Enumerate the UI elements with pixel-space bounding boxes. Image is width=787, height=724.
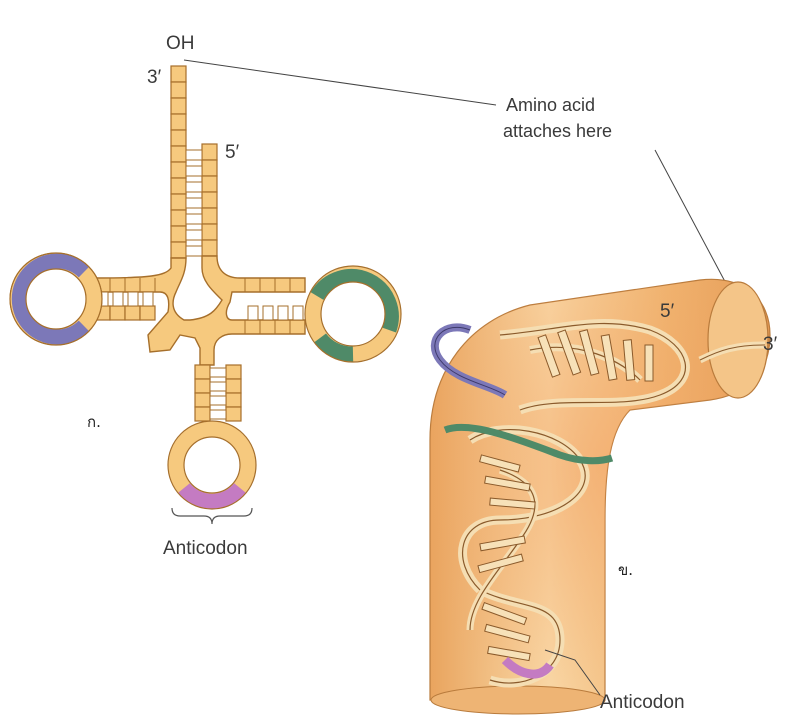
l-shaped-trna	[430, 279, 770, 714]
t-arm-base-pairs	[248, 306, 303, 320]
acceptor-stem-3prime-strand	[171, 66, 186, 258]
t-loop	[305, 266, 401, 362]
d-loop	[10, 253, 102, 345]
five-prime-label-top: 5′	[225, 143, 239, 162]
d-arm-lower-strand	[95, 306, 155, 320]
tube-end-cap	[708, 282, 768, 398]
panel-a-label: ก.	[87, 415, 101, 430]
anticodon-label-right: Anticodon	[600, 693, 685, 712]
three-prime-label-top: 3′	[147, 68, 161, 87]
anticodon-label-left: Anticodon	[163, 539, 248, 558]
amino-acid-label-line2: attaches here	[503, 122, 612, 140]
amino-leader-line-1	[184, 60, 496, 105]
three-prime-label-right: 3′	[763, 335, 777, 354]
d-arm-base-pairs	[98, 292, 153, 306]
anticodon-stem-base-pairs	[210, 368, 226, 419]
acceptor-base-pairs	[186, 150, 202, 256]
cloverleaf-structure	[10, 66, 401, 524]
panel-b-label: ข.	[618, 563, 633, 578]
five-prime-label-right: 5′	[660, 302, 674, 321]
amino-acid-label-line1: Amino acid	[506, 96, 595, 114]
anticodon-brace	[172, 508, 252, 524]
oh-label: OH	[166, 34, 195, 53]
tube-bottom-cap	[431, 686, 605, 714]
acceptor-stem-5prime-strand	[202, 144, 217, 256]
anticodon-loop	[168, 421, 256, 509]
